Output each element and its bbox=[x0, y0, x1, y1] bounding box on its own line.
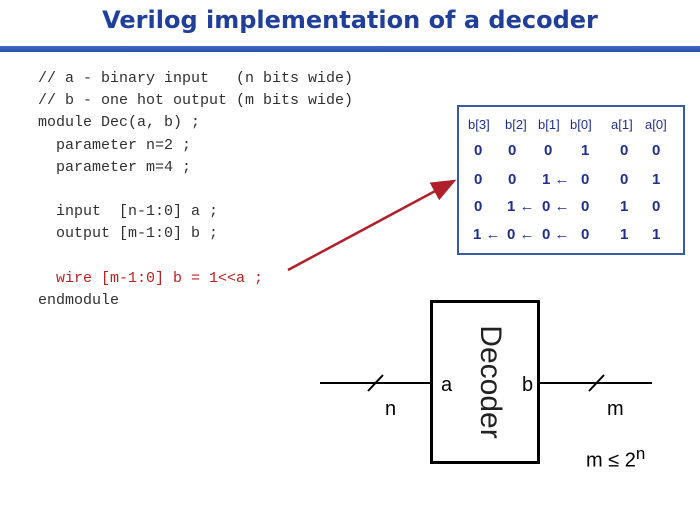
truth-cell: 1 bbox=[652, 226, 661, 243]
truth-header: a[0] bbox=[645, 117, 667, 132]
code-line: module Dec(a, b) ; bbox=[38, 114, 201, 132]
truth-cell: 0 bbox=[581, 198, 590, 215]
decoder-label: Decoder bbox=[474, 325, 507, 439]
decoder-block bbox=[430, 300, 540, 464]
code-line: // b - one hot output (m bits wide) bbox=[38, 92, 354, 110]
truth-cell: 0 bbox=[620, 171, 629, 188]
truth-cell: 1 ← bbox=[473, 226, 501, 243]
output-port-label: b bbox=[522, 374, 534, 396]
truth-cell: 0 bbox=[581, 171, 590, 188]
constraint-base: m ≤ 2 bbox=[586, 449, 636, 472]
output-width-label: m bbox=[607, 398, 624, 420]
truth-cell: 0 bbox=[652, 198, 661, 215]
truth-cell: 0 ← bbox=[542, 226, 570, 243]
code-line-highlighted: wire [m-1:0] b = 1<<a ; bbox=[38, 269, 264, 287]
code-line: endmodule bbox=[38, 291, 120, 309]
truth-cell: 0 ← bbox=[507, 226, 535, 243]
truth-cell: 0 bbox=[620, 142, 629, 159]
truth-cell: 0 bbox=[474, 198, 483, 215]
truth-cell: 0 bbox=[581, 226, 590, 243]
truth-table: b[3] b[2] b[1] b[0] a[1] a[0] 0 0 0 1 0 … bbox=[457, 105, 685, 255]
truth-cell: 0 bbox=[652, 142, 661, 159]
title-underline bbox=[0, 46, 700, 52]
truth-header: b[1] bbox=[538, 117, 560, 132]
truth-cell: 0 bbox=[474, 171, 483, 188]
truth-cell: 1 bbox=[620, 226, 629, 243]
truth-cell: 1 ← bbox=[542, 171, 570, 188]
verilog-code: // a - binary input (n bits wide) // b - … bbox=[38, 68, 353, 312]
truth-cell: 0 bbox=[544, 142, 553, 159]
truth-cell: 1 ← bbox=[507, 198, 535, 215]
code-line: output [m-1:0] b ; bbox=[38, 225, 219, 243]
truth-cell: 0 bbox=[508, 142, 517, 159]
truth-cell: 1 bbox=[620, 198, 629, 215]
page-title: Verilog implementation of a decoder bbox=[102, 6, 598, 34]
code-line: parameter n=2 ; bbox=[38, 136, 192, 154]
output-bus-tick bbox=[588, 374, 605, 392]
input-port-label: a bbox=[441, 374, 453, 396]
code-line: parameter m=4 ; bbox=[38, 158, 192, 176]
width-constraint: m ≤ 2n bbox=[586, 444, 645, 473]
code-line: input [n-1:0] a ; bbox=[38, 203, 219, 221]
code-line: // a - binary input (n bits wide) bbox=[38, 70, 354, 87]
truth-cell: 0 ← bbox=[542, 198, 570, 215]
truth-header: b[3] bbox=[468, 117, 490, 132]
truth-cell: 1 bbox=[581, 142, 590, 159]
truth-cell: 1 bbox=[652, 171, 661, 188]
truth-header: b[2] bbox=[505, 117, 527, 132]
truth-cell: 0 bbox=[474, 142, 483, 159]
truth-header: b[0] bbox=[570, 117, 592, 132]
truth-cell: 0 bbox=[508, 171, 517, 188]
pointer-arrow bbox=[287, 179, 457, 272]
input-bus-tick bbox=[367, 374, 384, 392]
truth-header: a[1] bbox=[611, 117, 633, 132]
input-width-label: n bbox=[385, 398, 397, 420]
constraint-exponent: n bbox=[635, 444, 646, 463]
